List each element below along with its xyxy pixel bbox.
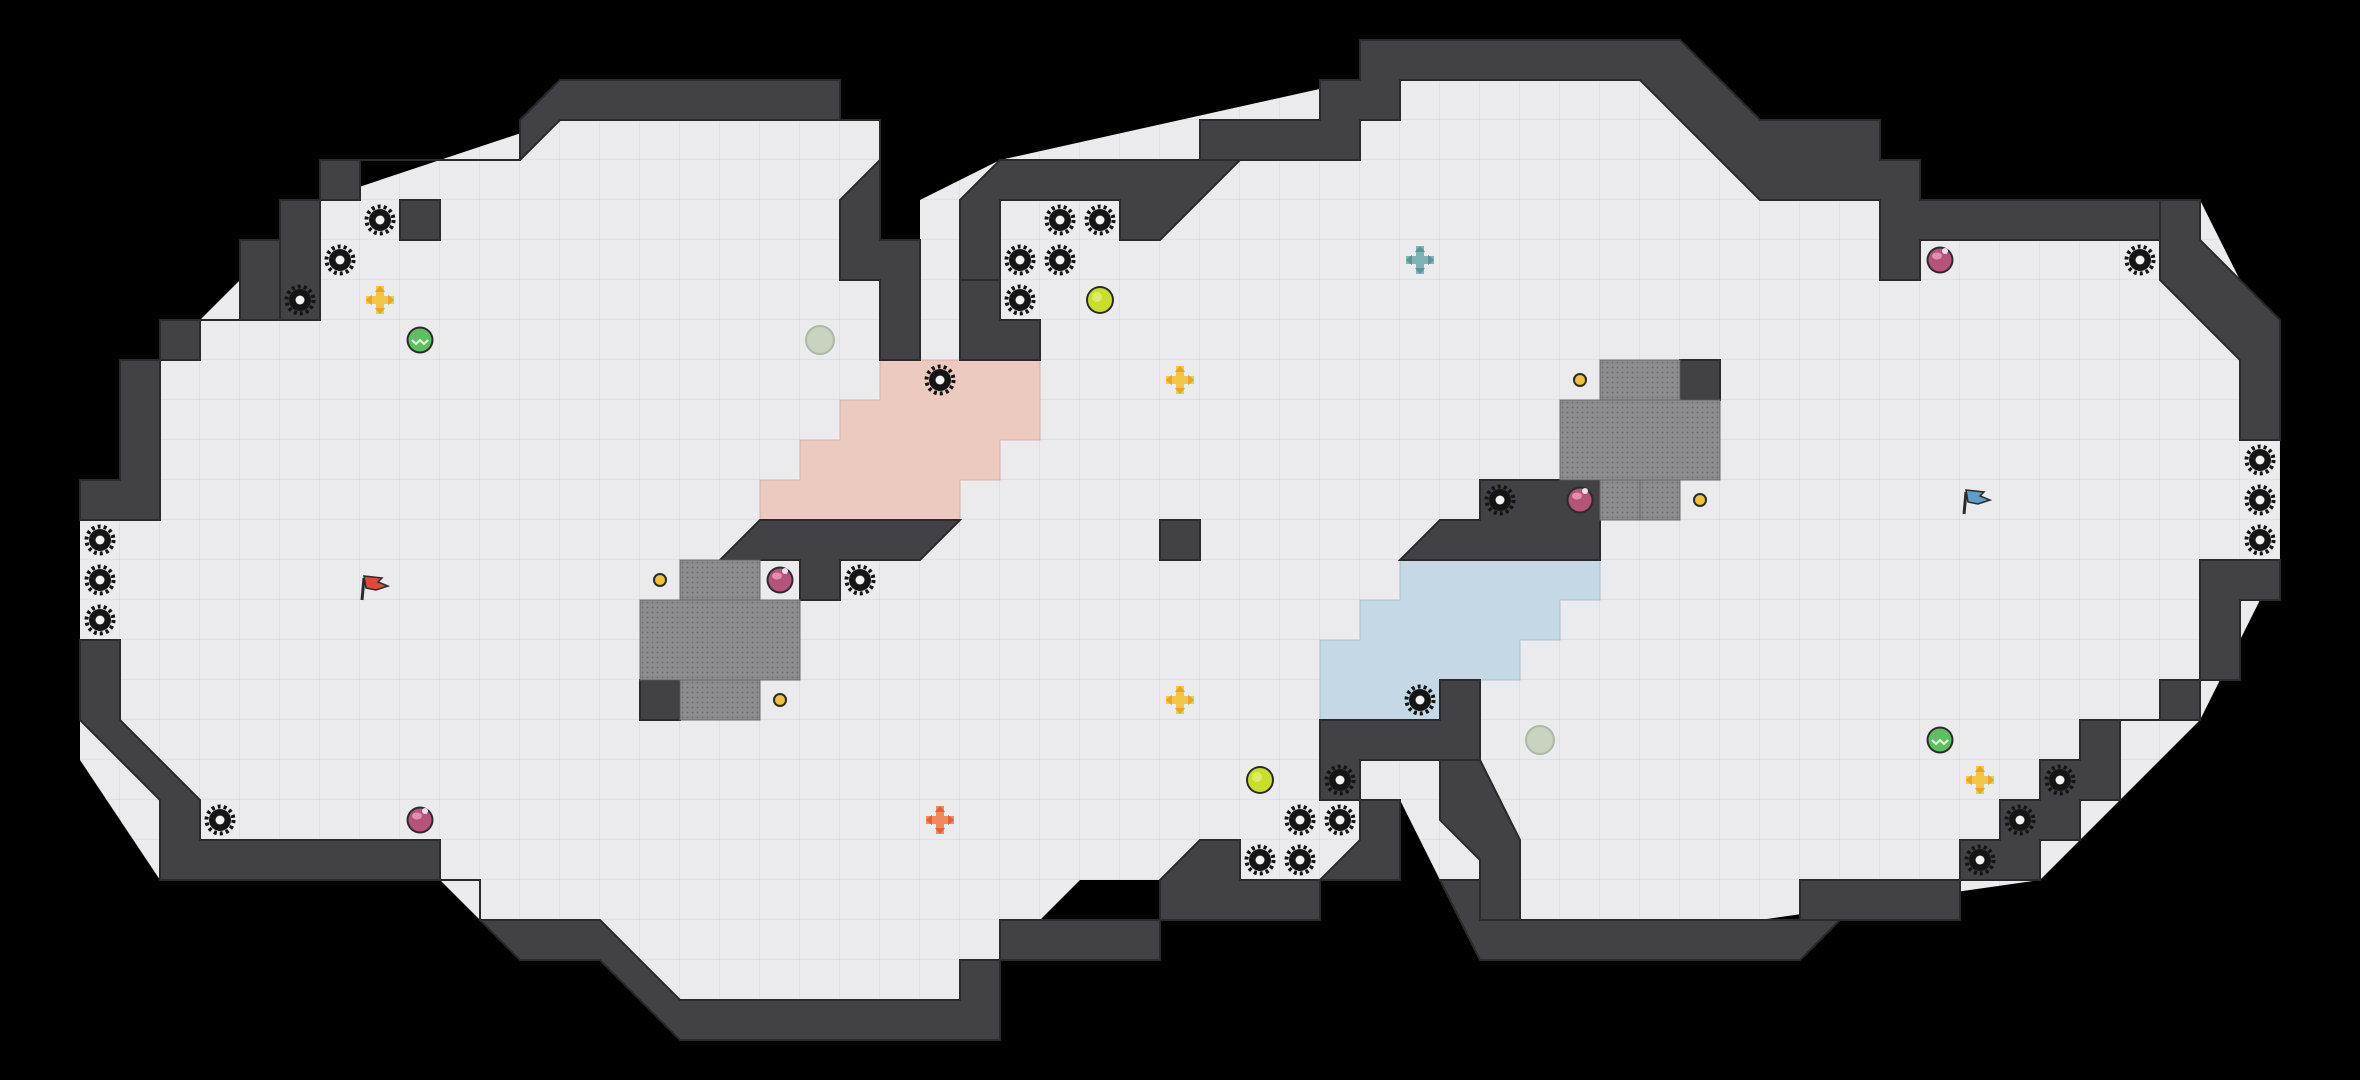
purple-powerup-icon xyxy=(1926,246,1954,274)
gate-button-icon xyxy=(773,693,787,707)
gate-left xyxy=(639,559,801,721)
inactive-bomb-icon xyxy=(805,325,835,355)
red-boost-icon xyxy=(926,806,954,834)
green-speed-icon xyxy=(1925,725,1955,755)
green-bomb-icon xyxy=(1246,766,1274,794)
blue-boost-icon xyxy=(1406,246,1434,274)
purple-powerup-icon xyxy=(1566,486,1594,514)
red-endzone xyxy=(759,359,1041,521)
green-bomb-icon xyxy=(1086,286,1114,314)
walls xyxy=(79,39,2281,1041)
gate-button-icon xyxy=(653,573,667,587)
gate-button-icon xyxy=(1693,493,1707,507)
bombs xyxy=(805,286,1555,794)
gate-button-icon xyxy=(1573,373,1587,387)
red-flag-icon[interactable] xyxy=(360,575,391,601)
purple-powerup-icon xyxy=(766,566,794,594)
purple-powerup-icon xyxy=(406,806,434,834)
boosts xyxy=(366,246,1994,834)
green-speed-icon xyxy=(405,325,435,355)
inactive-bomb-icon xyxy=(1525,725,1555,755)
gate-right xyxy=(1559,359,1721,521)
blue-flag-icon[interactable] xyxy=(1962,489,1993,515)
